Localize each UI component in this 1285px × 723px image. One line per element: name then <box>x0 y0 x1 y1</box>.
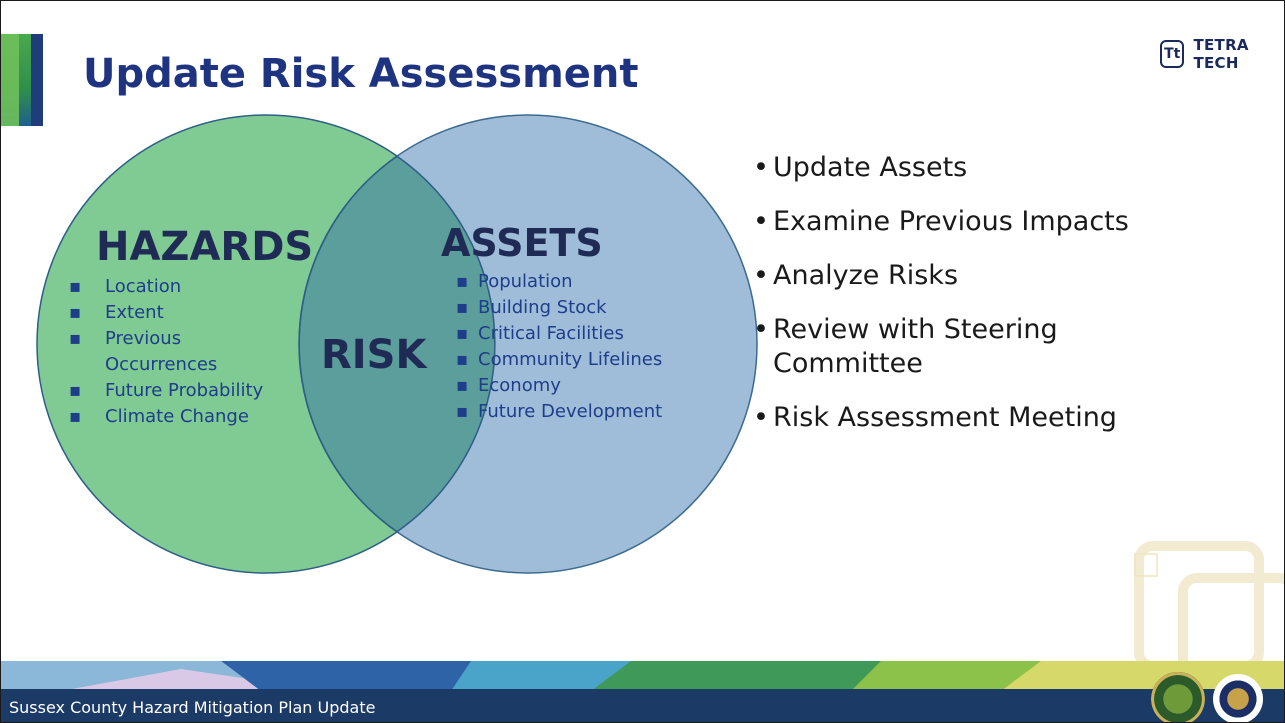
hazards-bullet-marker: ▪ <box>69 276 81 297</box>
bullet-item: •Analyze Risks <box>753 260 959 291</box>
hazards-list: ▪ Location ▪ Extent ▪ Previous Occurrenc… <box>69 276 264 427</box>
hazards-item: Future Probability <box>105 380 264 401</box>
bullet-item: •Risk Assessment Meeting <box>753 402 1117 433</box>
tetra-tech-logo: Tt TETRA TECH <box>1160 36 1284 72</box>
hazards-bullet-marker: ▪ <box>69 406 81 427</box>
hazards-item: Extent <box>105 302 164 323</box>
assets-item: Building Stock <box>478 297 607 318</box>
assets-bullet-marker: ▪ <box>456 349 468 370</box>
footer-text: Sussex County Hazard Mitigation Plan Upd… <box>9 698 376 717</box>
decorative-squares <box>1134 541 1284 666</box>
assets-bullet-marker: ▪ <box>456 323 468 344</box>
assets-item: Economy <box>478 375 561 396</box>
assets-list: ▪ Population ▪ Building Stock ▪ Critical… <box>456 271 662 422</box>
bullet-text: Risk Assessment Meeting <box>773 402 1117 433</box>
assets-bullet-marker: ▪ <box>456 401 468 422</box>
tetra-tech-logo-mark: Tt <box>1160 40 1185 68</box>
footer-color-band <box>1 661 1284 691</box>
bullet-text: Examine Previous Impacts <box>773 206 1129 237</box>
assets-bullet-marker: ▪ <box>456 297 468 318</box>
risk-overlap <box>298 155 496 533</box>
bullet-text: Review with Steering Committee <box>773 314 1058 379</box>
assets-item: Critical Facilities <box>478 323 624 344</box>
title-accent-block <box>1 34 43 126</box>
hazards-bullet-marker: ▪ <box>69 380 81 401</box>
footer-bar <box>1 689 1284 722</box>
assets-bullet-marker: ▪ <box>456 375 468 396</box>
hazards-item: Location <box>105 276 181 297</box>
bullet-item: •Examine Previous Impacts <box>753 206 1129 237</box>
bullet-text: Update Assets <box>773 152 968 183</box>
assets-bullet-marker: ▪ <box>456 271 468 292</box>
hazards-item: Climate Change <box>105 406 249 427</box>
sussex-county-seal-icon <box>1151 672 1205 722</box>
assets-item: Future Development <box>478 401 662 422</box>
county-clerk-seal-icon <box>1213 674 1263 722</box>
hazards-item: Occurrences <box>105 354 217 375</box>
slide-title: Update Risk Assessment <box>83 51 639 97</box>
hazards-bullet-marker: ▪ <box>69 328 81 349</box>
risk-title: RISK <box>321 332 428 378</box>
hazards-bullet-marker: ▪ <box>69 302 81 323</box>
bullet-text: Analyze Risks <box>773 260 959 291</box>
bullet-item: •Update Assets <box>753 152 968 183</box>
hazards-title: HAZARDS <box>96 224 313 270</box>
assets-title: ASSETS <box>441 221 603 265</box>
action-bullet-list: •Update Assets •Examine Previous Impacts… <box>753 151 1193 455</box>
hazards-item: Previous <box>105 328 181 349</box>
assets-item: Population <box>478 271 573 292</box>
assets-item: Community Lifelines <box>478 349 662 370</box>
bullet-item: •Review with Steering Committee <box>753 314 1058 379</box>
tetra-tech-logo-name: TETRA TECH <box>1193 36 1249 72</box>
